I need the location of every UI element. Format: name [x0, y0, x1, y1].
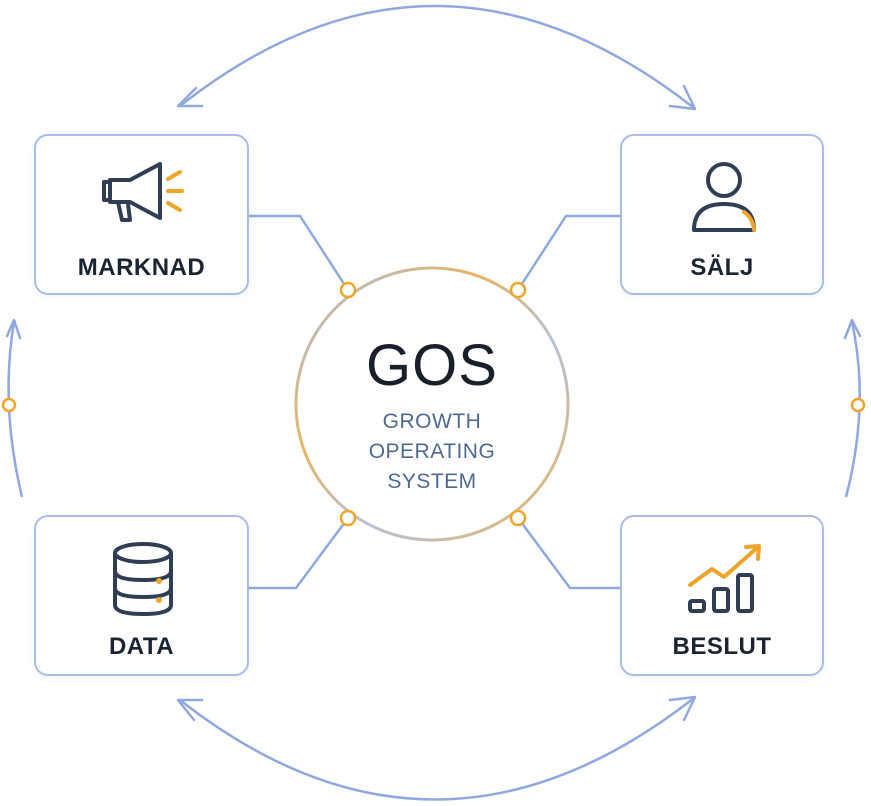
connector-data	[249, 517, 350, 590]
cycle-arrow-bottom	[179, 697, 695, 801]
node-label-beslut: BESLUT	[672, 633, 772, 660]
arrowhead-bottom-left	[176, 698, 204, 722]
node-label-salj: SÄLJ	[690, 254, 754, 281]
node-salj[interactable]: SÄLJ	[620, 134, 824, 295]
connector-salj	[516, 214, 620, 291]
hub-dot-top-right	[509, 281, 527, 299]
node-marknad[interactable]: MARKNAD	[34, 134, 249, 295]
connector-beslut	[516, 517, 620, 590]
arrowhead-top-left	[176, 86, 204, 108]
cycle-arrow-top	[179, 4, 695, 109]
node-label-marknad: MARKNAD	[77, 254, 206, 281]
hub-dot-top-left	[339, 281, 357, 299]
junction-dot-right	[850, 397, 866, 413]
hub-subtitle-line-1: GROWTH	[382, 410, 482, 433]
database-icon	[113, 542, 173, 617]
hub-subtitle-line-3: SYSTEM	[387, 470, 477, 493]
junction-dot-left	[1, 397, 17, 413]
arrowhead-top-right	[668, 84, 697, 111]
node-label-data: DATA	[108, 633, 175, 660]
arrowhead-right	[843, 318, 862, 340]
connector-marknad	[249, 214, 350, 291]
node-beslut[interactable]: BESLUT	[620, 515, 824, 676]
hub-title: GOS	[366, 333, 498, 398]
hub-subtitle-line-2: OPERATING	[368, 440, 496, 463]
person-icon	[692, 162, 756, 232]
arrowhead-bottom-right	[668, 695, 697, 722]
hub-dot-bottom-right	[509, 509, 527, 527]
hub-dot-bottom-left	[339, 509, 357, 527]
hub-ring	[294, 266, 570, 542]
bar-chart-trend-icon	[688, 544, 761, 613]
arrowhead-left	[5, 318, 22, 340]
node-data[interactable]: DATA	[34, 515, 249, 676]
megaphone-icon	[102, 162, 184, 222]
